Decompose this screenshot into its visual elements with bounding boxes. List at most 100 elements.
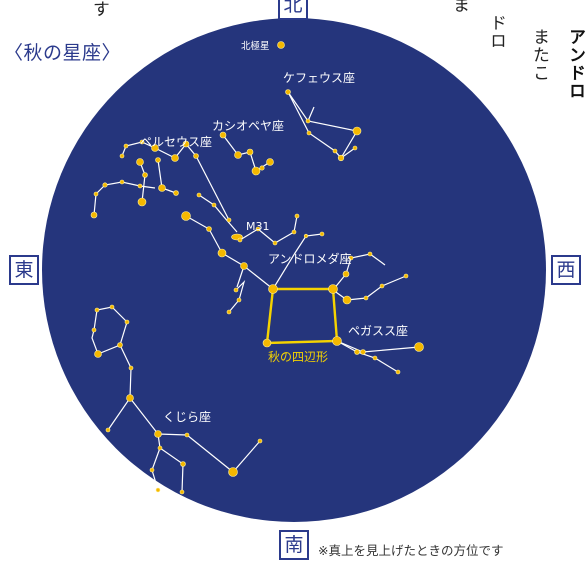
star (173, 190, 179, 196)
top-text-column-4: またこ (529, 28, 549, 82)
star (234, 151, 242, 159)
north-marker: 北 (278, 0, 308, 20)
star (255, 226, 261, 232)
star (119, 153, 125, 159)
cepheus-line (307, 106, 315, 122)
star (142, 172, 148, 178)
star (93, 191, 99, 197)
markab-star (332, 336, 342, 346)
star (128, 365, 134, 371)
star (363, 295, 369, 301)
star (251, 166, 261, 176)
page-title: 〈秋の星座〉 (4, 42, 122, 64)
perseus-lines (93, 181, 156, 216)
star (193, 153, 199, 159)
star (102, 182, 108, 188)
star (119, 179, 125, 185)
pegasus-label: ペガスス座 (348, 323, 408, 338)
star (348, 255, 354, 261)
star (403, 273, 409, 279)
star (206, 226, 212, 232)
top-text-column-5: アンドロ (565, 28, 585, 100)
star (126, 394, 134, 402)
star (137, 183, 143, 189)
star (291, 229, 297, 235)
star (226, 217, 232, 223)
andromeda-lines (185, 215, 323, 290)
star (109, 304, 115, 310)
star (90, 211, 98, 219)
star (219, 131, 227, 139)
andromeda-lines (228, 279, 246, 313)
star (352, 126, 362, 136)
star (94, 350, 102, 358)
polaris-label: 北極星 (241, 40, 270, 52)
star (179, 489, 185, 495)
star (285, 89, 291, 95)
star (233, 287, 239, 293)
star (352, 145, 358, 151)
star (332, 148, 338, 154)
star (379, 283, 385, 289)
star (226, 309, 232, 315)
star (184, 432, 190, 438)
constellation-labels: 北極星 ケフェウス座 カシオペヤ座 ペルセウス座 M31 アンドロメダ座 ペガス… (140, 40, 408, 424)
top-text-column-1: す (89, 0, 109, 18)
west-marker: 西 (551, 255, 581, 285)
top-text-column-3: ドロ (486, 14, 506, 50)
star (305, 118, 311, 124)
star (294, 213, 300, 219)
star (395, 369, 401, 375)
star (151, 144, 159, 152)
south-marker: 南 (279, 530, 309, 560)
star (137, 197, 147, 207)
star (342, 270, 350, 278)
star (367, 251, 373, 257)
star (196, 192, 202, 198)
east-marker: 東 (9, 255, 39, 285)
star (266, 158, 274, 166)
star (157, 445, 163, 451)
perseus-label: ペルセウス座 (140, 134, 212, 149)
star (360, 349, 366, 355)
diphda-star (228, 467, 238, 477)
star (337, 154, 345, 162)
cepheus-label: ケフェウス座 (283, 70, 355, 85)
scheat-star (328, 284, 338, 294)
pegasus-lines (336, 340, 399, 373)
star (158, 184, 166, 192)
star (257, 438, 263, 444)
star (91, 327, 97, 333)
star (155, 487, 161, 493)
cassiopeia-label: カシオペヤ座 (212, 118, 284, 133)
star (180, 461, 186, 467)
star (237, 237, 243, 243)
star (149, 467, 155, 473)
algenib-star (262, 338, 272, 348)
enif-star (414, 342, 424, 352)
star (154, 430, 162, 438)
pegasus-lines (332, 253, 386, 291)
stars (90, 41, 424, 495)
top-text-column-2: ま (449, 0, 469, 14)
star (94, 307, 100, 313)
orientation-note: ※真上を見上げたときの方位です (318, 543, 504, 558)
star (182, 140, 190, 148)
star (306, 130, 312, 136)
cetus-lines (107, 344, 132, 431)
star (139, 139, 145, 145)
star (272, 240, 278, 246)
star (236, 297, 242, 303)
star (354, 349, 360, 355)
star (319, 231, 325, 237)
star (259, 165, 265, 171)
star (181, 211, 191, 221)
sky-circle (42, 18, 546, 522)
andromeda-lines (198, 194, 238, 233)
star (240, 262, 248, 270)
great-square-label: 秋の四辺形 (268, 350, 328, 364)
star (105, 427, 111, 433)
m31-label: M31 (246, 220, 270, 233)
star (211, 202, 217, 208)
